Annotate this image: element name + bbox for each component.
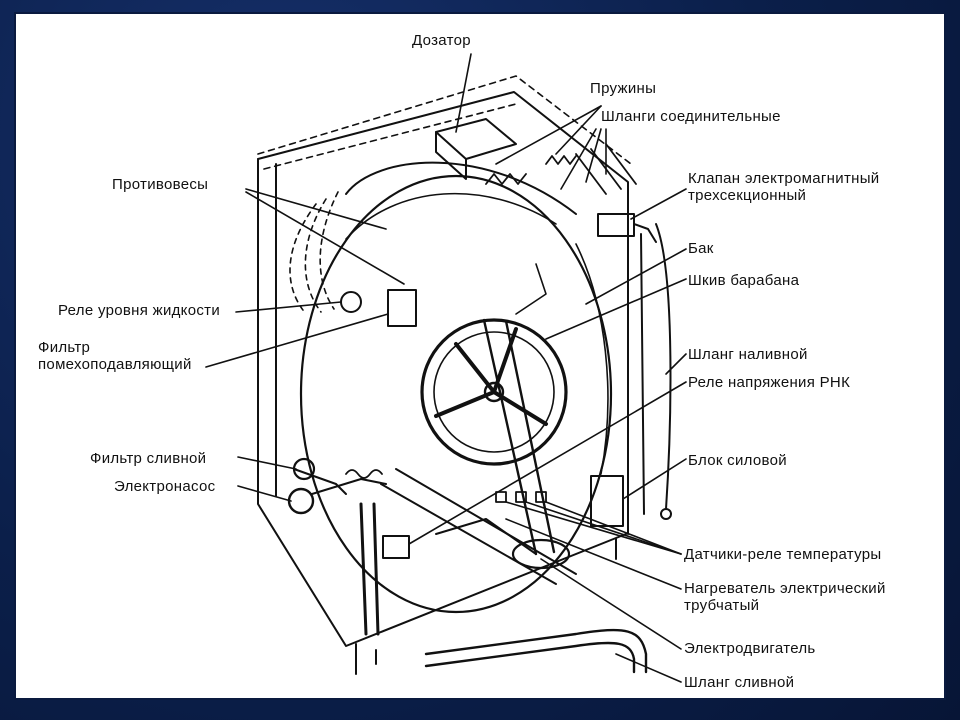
power-block [590,475,624,527]
label-motor: Электродвигатель [684,640,816,657]
label-level-relay: Реле уровня жидкости [58,302,220,319]
tank [299,161,613,614]
label-drain-hose: Шланг сливной [684,674,795,691]
drain-hose [424,628,648,674]
leader-lines [205,53,687,683]
dispenser [435,118,517,180]
washing-machine-diagram [205,53,687,683]
hoses [359,223,672,636]
label-pump: Электронасос [114,478,216,495]
drum-pulley [420,318,568,466]
temp-sensors [495,491,547,503]
label-tank: Бак [688,240,714,257]
pump-filter [287,457,387,515]
label-connecting-hoses: Шланги соединительные [601,108,781,125]
cabinet-outline [257,91,629,675]
label-valve: Клапан электромагнитный трехсекционный [688,170,880,204]
valve [597,213,657,243]
label-inlet-hose: Шланг наливной [688,346,808,363]
label-temp-sensors: Датчики-реле температуры [684,546,882,563]
label-heater: Нагреватель электрический трубчатый [684,580,886,614]
label-voltage-relay: Реле напряжения РНК [688,374,851,391]
springs [485,143,637,195]
counterweights [289,191,339,315]
label-counterweights: Противовесы [112,176,209,193]
label-springs: Пружины [590,80,657,97]
drive-belt [482,318,556,556]
label-drain-filter: Фильтр сливной [90,450,207,467]
rnk-relay-box [382,535,410,559]
diagram-panel: Дозатор Пружины Шланги соединительные Пр… [16,14,944,698]
motor [380,468,577,585]
label-power-block: Блок силовой [688,452,787,469]
label-noise-filter: Фильтр помехоподавляющий [38,339,192,373]
top-lid-dashed [257,75,632,170]
label-drum-pulley: Шкив барабана [688,272,800,289]
label-dispenser: Дозатор [412,32,471,49]
level-relay [340,291,362,313]
noise-filter-box [387,289,417,327]
heater [435,518,537,555]
